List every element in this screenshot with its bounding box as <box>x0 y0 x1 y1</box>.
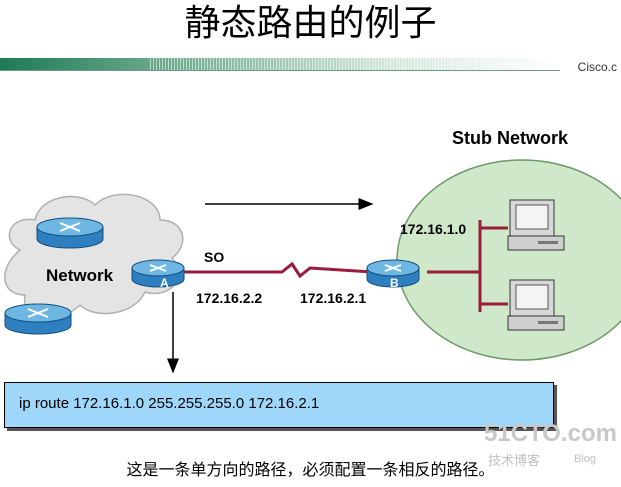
cisco-brand: Cisco.c <box>577 60 617 74</box>
stub-subnet-label: 172.16.1.0 <box>400 221 467 237</box>
watermark-sub: 技术博客 <box>488 454 541 469</box>
router-icon <box>4 303 72 335</box>
ip-a-serial-label: 172.16.2.2 <box>196 290 263 306</box>
computer-icon <box>507 279 565 331</box>
router-b-label: B <box>390 276 399 290</box>
computer-icon <box>507 199 565 251</box>
ip-b-serial-label: 172.16.2.1 <box>300 290 367 306</box>
watermark-site: 51CTO.com <box>484 420 617 447</box>
stub-network-label: Stub Network <box>452 128 569 148</box>
router-icon <box>36 217 104 249</box>
interface-s0-label: SO <box>204 249 225 265</box>
slide-title: 静态路由的例子 <box>184 3 437 44</box>
command-box: ip route 172.16.1.0 255.255.255.0 172.16… <box>4 382 554 428</box>
header-banner <box>0 58 560 71</box>
router-b <box>366 259 420 288</box>
watermark-blog: Blog <box>574 453 597 465</box>
network-label: Network <box>46 266 114 285</box>
network-diagram <box>4 159 621 374</box>
router-a <box>131 259 185 288</box>
cloud-icon <box>4 193 184 319</box>
static-route-command: ip route 172.16.1.0 255.255.255.0 172.16… <box>19 395 320 412</box>
caption: 这是一条单方向的路径，必须配置一条相反的路径。 <box>126 460 495 479</box>
router-a-label: A <box>160 276 169 290</box>
serial-link <box>175 261 373 279</box>
